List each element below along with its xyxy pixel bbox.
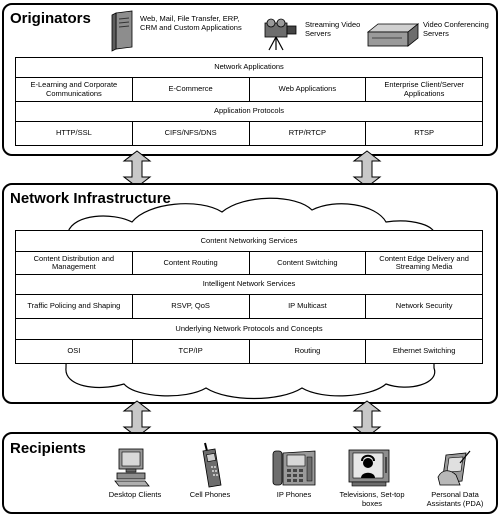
television-icon	[348, 449, 390, 487]
infrastructure-stack: Content Networking Services Content Dist…	[15, 230, 483, 364]
underlying-protocol-item: Routing	[250, 340, 367, 363]
network-applications-header: Network Applications	[214, 62, 284, 72]
originators-title: Originators	[10, 10, 91, 27]
server-label-conferencing: Video Conferencing Servers	[423, 20, 489, 38]
video-camera-icon	[264, 18, 297, 51]
intelligent-service-item: Network Security	[395, 301, 453, 311]
server-label-streaming: Streaming Video Servers	[305, 20, 361, 38]
content-networking-item: Content Switching	[250, 252, 367, 274]
intelligent-services-header: Intelligent Network Services	[202, 279, 296, 289]
rack-server-icon	[366, 23, 420, 47]
recipient-label-cell: Cell Phones	[189, 490, 231, 499]
underlying-protocols-header: Underlying Network Protocols and Concept…	[175, 323, 323, 333]
content-networking-item: Content Routing	[133, 252, 250, 274]
server-label-applications: Web, Mail, File Transfer, ERP, CRM and C…	[140, 14, 242, 32]
application-protocol-item: RTP/RTCP	[250, 122, 367, 145]
ip-phone-icon	[272, 450, 316, 486]
desktop-computer-icon	[114, 448, 150, 487]
content-networking-header: Content Networking Services	[200, 235, 298, 245]
content-networking-item: Content Distribution and Management	[16, 252, 133, 274]
application-protocol-item: CIFS/NFS/DNS	[133, 122, 250, 145]
application-protocol-item: HTTP/SSL	[16, 122, 133, 145]
content-networking-item: Content Edge Delivery and Streaming Medi…	[379, 253, 469, 271]
network-application-item: E-Learning and Corporate Communications	[16, 78, 133, 101]
network-infrastructure-title: Network Infrastructure	[10, 190, 171, 207]
cell-phone-icon	[202, 442, 222, 488]
intelligent-service-item: RSVP, QoS	[133, 295, 250, 318]
network-application-item: E-Commerce	[133, 78, 250, 101]
network-application-item: Enterprise Client/Server Applications	[384, 80, 464, 98]
underlying-protocol-item: TCP/IP	[133, 340, 250, 363]
pda-icon	[437, 450, 471, 486]
recipients-panel	[2, 432, 498, 514]
application-protocol-item: RTSP	[414, 128, 435, 138]
recipients-title: Recipients	[10, 440, 86, 457]
recipient-label-television: Televisions, Set-top boxes	[339, 490, 405, 508]
tower-server-icon	[111, 10, 133, 52]
network-application-item: Web Applications	[250, 78, 367, 101]
intelligent-service-item: IP Multicast	[250, 295, 367, 318]
underlying-protocol-item: OSI	[16, 340, 133, 363]
underlying-protocol-item: Ethernet Switching	[392, 346, 456, 356]
recipient-label-desktop: Desktop Clients	[108, 490, 162, 499]
intelligent-service-item: Traffic Policing and Shaping	[16, 295, 133, 318]
application-protocols-header: Application Protocols	[213, 106, 285, 116]
recipient-label-pda: Personal Data Assistants (PDA)	[426, 490, 484, 508]
originators-stack: Network Applications E-Learning and Corp…	[15, 57, 483, 146]
recipient-label-ipphone: IP Phones	[276, 490, 312, 499]
